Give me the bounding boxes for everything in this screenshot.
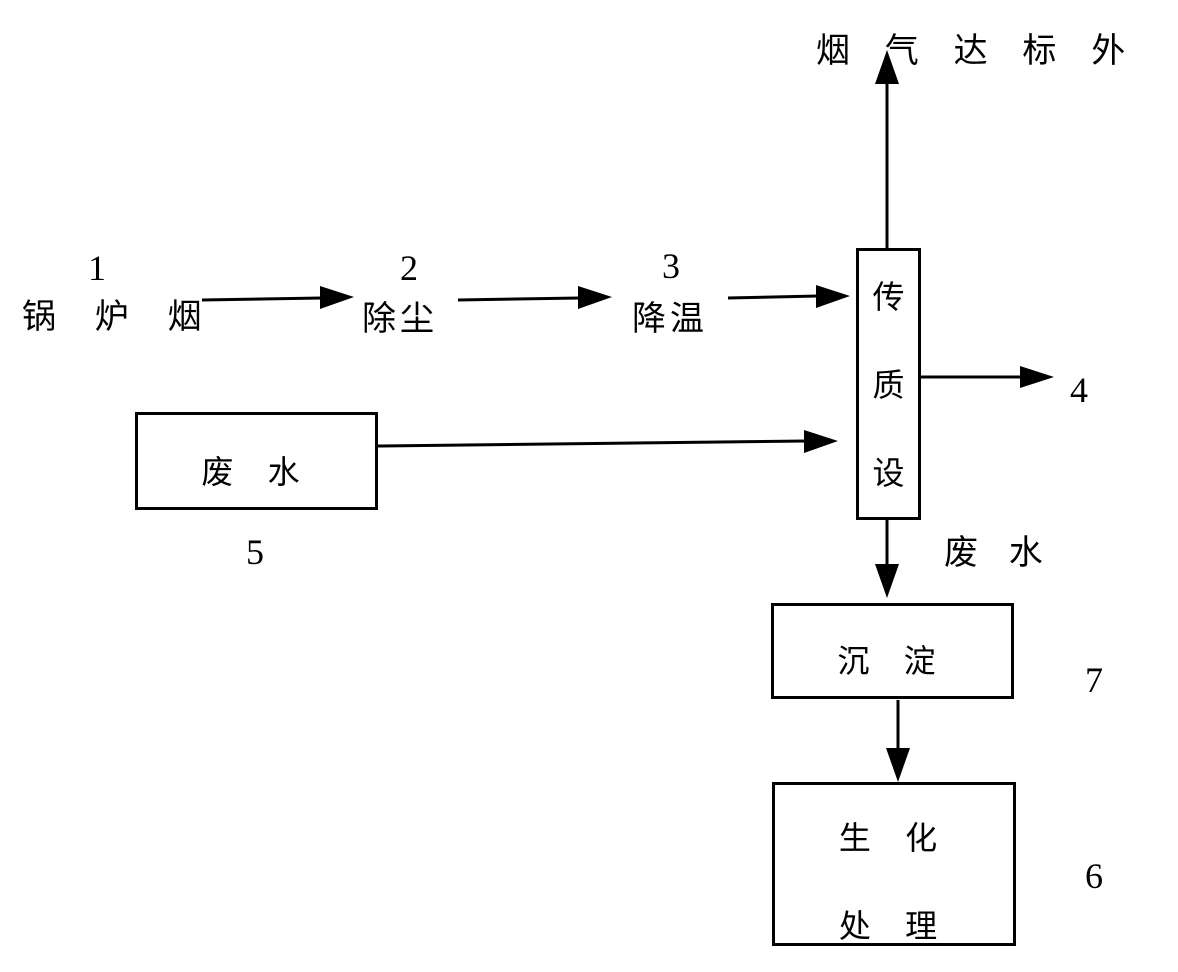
node-7-number: 7 — [1085, 660, 1103, 700]
node-4-number: 4 — [1070, 370, 1088, 410]
arrow-wastewater-to-mass-transfer — [377, 430, 838, 453]
node-1-label: 锅 炉 烟 — [22, 297, 216, 337]
node-6-number: 6 — [1085, 856, 1103, 896]
arrow-cooling-to-mass-transfer — [727, 285, 850, 308]
node-3-label: 降温 — [632, 299, 708, 339]
node-1-number: 1 — [88, 248, 106, 288]
biochemical-box: 生 化 处 理 — [772, 782, 1016, 946]
mass-transfer-char-2: 质 — [872, 366, 905, 404]
arrow-boiler-to-dust — [201, 286, 354, 309]
wastewater-input-label: 废 水 — [201, 453, 312, 491]
arrow-mass-transfer-to-flue-gas — [875, 50, 899, 248]
arrow-mass-transfer-to-sedimentation — [875, 518, 899, 598]
mass-transfer-char-1: 传 — [872, 278, 905, 316]
node-2-number: 2 — [400, 248, 418, 288]
mass-transfer-box: 传 质 设 — [856, 248, 921, 520]
arrow-dust-to-cooling — [457, 286, 612, 309]
biochemical-label-line2: 处 理 — [838, 907, 950, 945]
node-2-label: 除尘 — [362, 299, 438, 339]
arrow-sedimentation-to-biochemical — [886, 700, 910, 782]
mass-transfer-char-3: 设 — [872, 454, 905, 492]
sedimentation-label: 沉 淀 — [837, 642, 948, 680]
flue-gas-out-label: 烟 气 达 标 外 — [816, 31, 1138, 71]
node-3-number: 3 — [662, 246, 680, 286]
sedimentation-box: 沉 淀 — [771, 603, 1014, 699]
wastewater-input-box: 废 水 — [135, 412, 378, 510]
biochemical-label-line1: 生 化 — [838, 819, 950, 857]
node-5-number: 5 — [246, 532, 264, 572]
arrow-mass-transfer-to-output-4 — [920, 366, 1054, 388]
wastewater-out-label: 废 水 — [944, 533, 1053, 573]
